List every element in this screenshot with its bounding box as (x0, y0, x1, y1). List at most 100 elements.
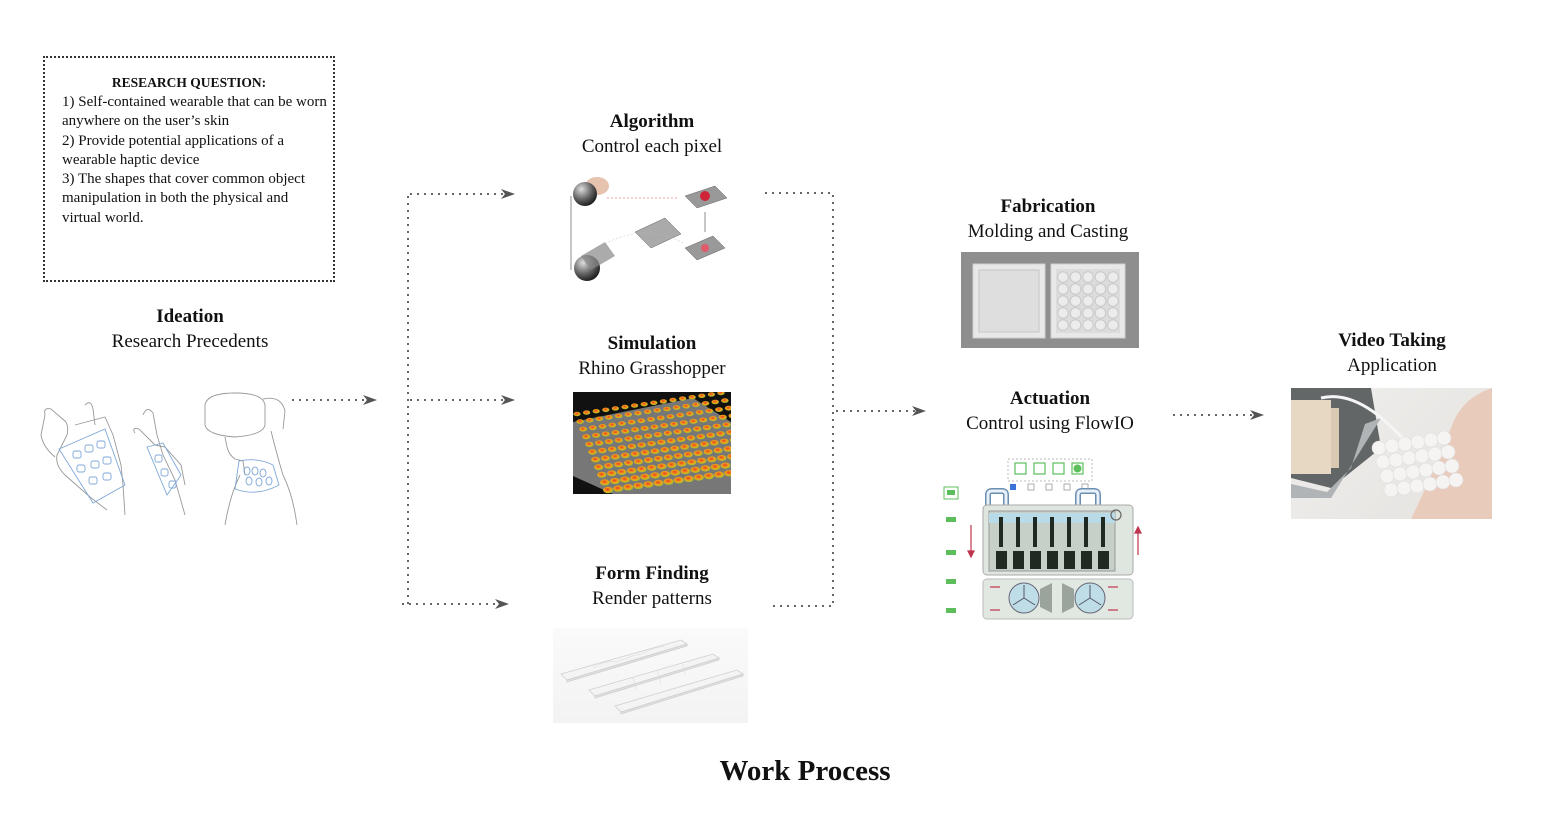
mold-cell (1094, 307, 1107, 319)
simulation-bubble (686, 435, 696, 441)
stage-video-taking: Video Taking Application (1262, 329, 1522, 378)
simulation-bubble (592, 409, 600, 414)
simulation-bubble (647, 440, 656, 447)
wearable-bubble (1384, 438, 1400, 454)
mold-cell (1069, 271, 1082, 283)
actuation-flowio-image (938, 455, 1146, 625)
form-finding-render-image (553, 628, 748, 723)
wearable-bubble (1410, 434, 1426, 450)
ideation-sketch-image (35, 385, 305, 535)
simulation-bubble (680, 444, 690, 450)
simulation-bubble (718, 414, 727, 420)
simulation-bubble (702, 425, 712, 431)
stage-title: Form Finding (595, 563, 709, 584)
video-taking-photo-image (1291, 388, 1492, 519)
simulation-bubble (683, 451, 693, 458)
stage-algorithm: Algorithm Control each pixel (522, 110, 782, 159)
simulation-bubble (669, 397, 677, 403)
simulation-bubble (586, 417, 594, 423)
simulation-bubble (693, 426, 702, 432)
mold-cell (1069, 295, 1082, 307)
wearable-bubble (1448, 472, 1464, 488)
simulation-bubble (693, 474, 704, 481)
simulation-bubble (709, 416, 718, 422)
simulation-bubble (633, 458, 644, 465)
simulation-bubble (598, 447, 607, 454)
simulation-bubble (682, 403, 690, 409)
simulation-bubble (644, 433, 653, 439)
simulation-bubble (688, 395, 696, 400)
simulation-bubble (597, 471, 607, 478)
simulation-bubble (637, 442, 647, 448)
simulation-bubble (583, 410, 591, 415)
stage-title: Simulation (607, 333, 697, 354)
mold-cell (1094, 271, 1107, 283)
simulation-render-image (573, 392, 731, 494)
simulation-bubble (591, 456, 601, 463)
wearable-bubble (1409, 478, 1425, 494)
simulation-bubble (729, 438, 731, 442)
stage-title: Video Taking (1338, 330, 1446, 351)
simulation-bubble (689, 418, 698, 424)
stage-subtitle: Rhino Grasshopper (578, 358, 726, 379)
simulation-bubble (656, 415, 665, 421)
valve-body (1030, 551, 1041, 569)
simulation-bubble (673, 477, 684, 484)
simulation-bubble (696, 433, 706, 440)
mold-cell (1069, 319, 1082, 331)
research-question-item: 2) Provide potential applications of a w… (62, 132, 285, 168)
simulation-bubble (637, 466, 647, 473)
stage-title: Actuation (1009, 388, 1091, 409)
simulation-bubble (706, 432, 715, 438)
wearable-bubble (1440, 444, 1456, 460)
wearable-bubble (1397, 436, 1413, 452)
valve-body (1081, 551, 1092, 569)
simulation-bubble (666, 414, 675, 419)
simulation-bubble (611, 406, 619, 411)
simulation-bubble (585, 441, 594, 447)
stage-ideation: Ideation Research Precedents (60, 305, 320, 354)
valve-stem (1033, 517, 1037, 547)
valve-stem (1067, 517, 1071, 547)
simulation-bubble (607, 446, 617, 452)
simulation-bubble (633, 482, 644, 489)
simulation-bubble (643, 481, 654, 488)
simulation-bubble (670, 469, 681, 476)
mold-cell (1107, 307, 1119, 319)
simulation-bubble (640, 425, 649, 431)
research-question-heading: RESEARCH QUESTION: (111, 75, 267, 90)
wearable-bubble (1396, 480, 1412, 496)
simulation-bubble (721, 398, 729, 403)
wearable-bubble (1422, 476, 1438, 492)
simulation-bubble (727, 453, 731, 460)
wearable-bubble (1444, 458, 1460, 474)
wearable-bubble (1392, 466, 1408, 482)
wearable-bubble (1383, 482, 1399, 498)
mold-cell (1082, 283, 1094, 295)
mold-cell (1082, 319, 1094, 331)
wearable-bubble (1405, 464, 1421, 480)
simulation-bubble (705, 408, 714, 414)
simulation-bubble (647, 464, 657, 471)
simulation-bubble (634, 434, 643, 440)
diagram-title: Work Process (719, 755, 891, 787)
stage-subtitle: Research Precedents (111, 331, 269, 352)
valve-stem (999, 517, 1003, 547)
simulation-bubble (683, 475, 694, 482)
simulation-bubble (653, 455, 663, 462)
research-question-item: 1) Self-contained wearable that can be w… (62, 94, 327, 130)
simulation-bubble (595, 416, 604, 422)
simulation-bubble (634, 410, 642, 416)
simulation-bubble (704, 472, 714, 480)
valve-body (1013, 551, 1024, 569)
simulation-bubble (617, 445, 627, 451)
mold-cell (1069, 283, 1082, 295)
mold-cell (1057, 283, 1069, 295)
simulation-bubble (650, 400, 658, 405)
simulation-bubble (703, 448, 713, 455)
wearable-bubble (1427, 446, 1443, 462)
valve-body (996, 551, 1007, 569)
research-question-list: 1) Self-contained wearable that can be w… (62, 93, 327, 228)
algorithm-diagram-image (565, 172, 735, 284)
simulation-bubble (663, 430, 672, 436)
